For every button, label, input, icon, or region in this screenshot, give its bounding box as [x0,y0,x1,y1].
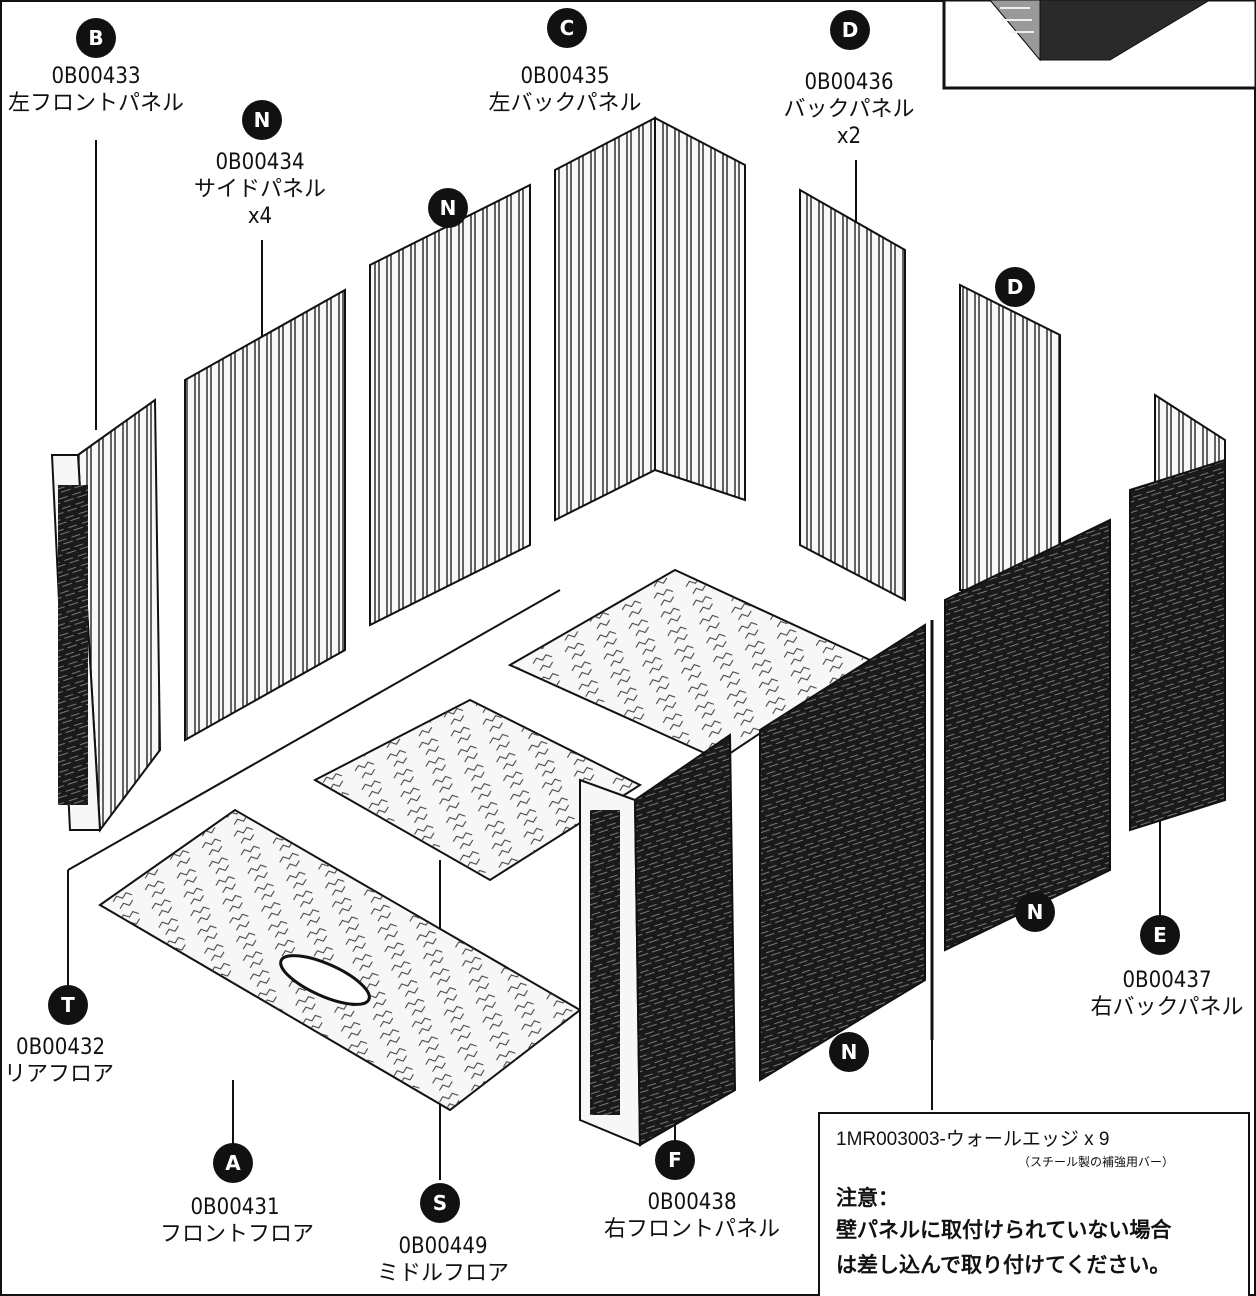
part-code: 0B00431 [190,1195,280,1220]
marker-D: D [830,10,870,50]
part-code: 0B00437 [1122,968,1212,993]
marker-N-3: N [1015,892,1055,932]
label-right-back-panel: 0B00437 右バックパネル [1082,968,1252,1022]
svg-text:T: T [61,993,75,1017]
svg-text:N: N [1027,900,1044,924]
back-panel-drawing-1 [799,188,906,602]
marker-E: E [1140,915,1180,955]
part-name: 右フロントパネル [603,1216,780,1242]
svg-text:D: D [1007,275,1024,299]
note-callout-box: 1MR003003-ウォールエッジ x 9 （スチール製の補強用バー） 注意： … [818,1112,1250,1296]
part-name: リアフロア [4,1061,115,1087]
part-name: ミドルフロア [376,1260,509,1286]
label-back-panel: 0B00436 バックパネル x2 [774,70,924,150]
part-code: 0B00432 [16,1035,106,1060]
part-code: 0B00436 [804,70,894,95]
right-back-panel-drawing [1129,393,1226,832]
marker-S: S [420,1183,460,1223]
svg-text:A: A [225,1151,241,1175]
marker-N-2: N [428,188,468,228]
svg-text:E: E [1153,923,1167,947]
label-front-floor: 0B00431 フロントフロア [160,1195,315,1249]
part-name: 左フロントパネル [7,90,184,116]
part-code: 0B00434 [215,150,305,175]
part-qty: x4 [247,203,273,229]
part-name: バックパネル [783,96,915,122]
label-left-back-panel: 0B00435 左バックパネル [480,64,650,118]
svg-text:N: N [440,196,457,220]
svg-text:F: F [668,1148,682,1172]
part-code: 0B00438 [647,1190,737,1215]
note-text-line-2: は差し込んで取り付けてください。 [836,1252,1171,1277]
note-text-line-1: 壁パネルに取付けられていない場合 [836,1218,1172,1242]
middle-floor-drawing [312,698,643,882]
svg-text:S: S [433,1191,447,1215]
svg-text:N: N [254,108,271,132]
label-right-front-panel: 0B00438 右フロントパネル [592,1190,792,1244]
marker-A: A [213,1143,253,1183]
label-middle-floor: 0B00449 ミドルフロア [368,1234,518,1288]
left-back-panel-drawing [554,116,746,522]
wall-edge-description: （スチール製の補強用バー） [1017,1155,1174,1169]
marker-N-4: N [829,1032,869,1072]
left-front-panel-drawing [50,398,162,833]
label-side-panel: 0B00434 サイドパネル x4 [180,150,340,230]
label-left-front-panel: 0B00433 左フロントパネル [6,64,186,118]
side-panel-drawing-1 [184,288,346,742]
svg-text:N: N [841,1040,858,1064]
marker-D-2: D [995,267,1035,307]
marker-C: C [547,8,587,48]
part-name: サイドパネル [193,176,326,202]
dark-side-panel-drawing-2 [944,518,1111,952]
part-code: 0B00435 [520,64,610,89]
svg-text:B: B [88,26,103,50]
marker-F: F [655,1140,695,1180]
side-panel-drawing-2 [369,183,531,627]
svg-text:D: D [842,18,859,42]
part-code: 0B00433 [51,64,141,89]
wall-edge-part-line: 1MR003003-ウォールエッジ x 9 [836,1129,1110,1150]
note-title: 注意： [836,1186,899,1210]
inset-illustration [942,0,1256,90]
right-front-panel-drawing [579,733,737,1147]
part-code: 0B00449 [398,1234,488,1259]
marker-N-side: N [242,100,282,140]
marker-B: B [76,18,116,58]
part-qty: x2 [836,123,862,149]
part-name: 左バックパネル [488,90,642,116]
part-name: フロントフロア [160,1221,315,1247]
label-rear-floor: 0B00432 リアフロア [4,1035,144,1089]
dark-side-panel-drawing-1 [759,623,926,1082]
part-name: 右バックパネル [1090,994,1244,1020]
marker-T: T [48,985,88,1025]
svg-text:C: C [560,16,575,40]
